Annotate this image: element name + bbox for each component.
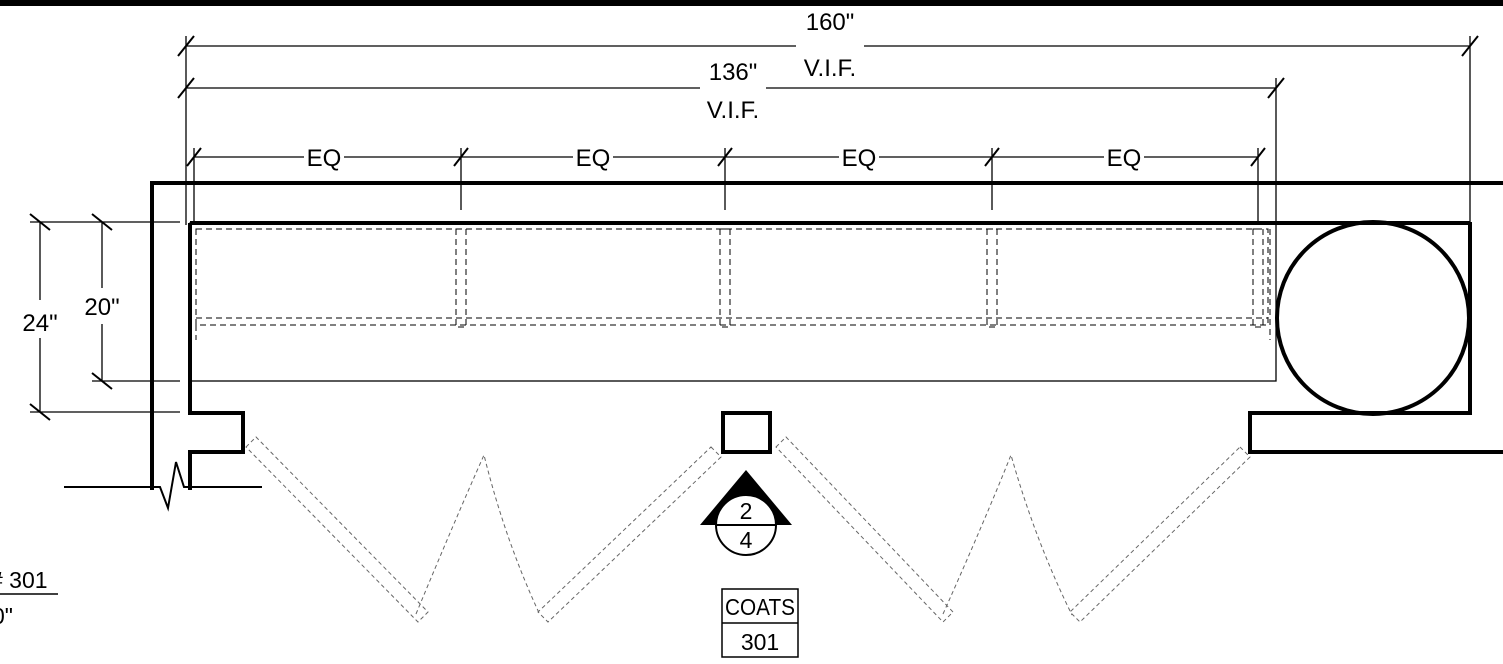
dimension-shelf: 136" V.I.F. bbox=[177, 59, 1285, 225]
dimension-bays: EQ EQ EQ EQ bbox=[186, 143, 1266, 225]
closet-rod-dashed bbox=[195, 228, 1271, 340]
edge-tag-bottom: 0" bbox=[0, 603, 13, 629]
dimension-overall: 160" V.I.F. bbox=[177, 9, 1479, 225]
dimension-depth-inner-value: 20" bbox=[84, 294, 119, 321]
dimension-depth-outer: 24" bbox=[16, 213, 180, 421]
shelf bbox=[189, 222, 1277, 382]
bifold-doors bbox=[245, 436, 1251, 623]
elevation-marker-top: 2 bbox=[740, 498, 753, 524]
dimension-overall-note: V.I.F. bbox=[804, 55, 856, 82]
dimension-depth-outer-value: 24" bbox=[22, 310, 57, 337]
dimension-shelf-value: 136" bbox=[709, 59, 758, 86]
room-tag: COATS 301 bbox=[721, 588, 799, 658]
bay-4-label: EQ bbox=[1107, 145, 1142, 172]
bay-3-label: EQ bbox=[842, 145, 877, 172]
break-line bbox=[64, 461, 262, 512]
elevation-marker-bottom: 4 bbox=[740, 527, 753, 553]
bay-1-label: EQ bbox=[307, 145, 342, 172]
bay-2-label: EQ bbox=[576, 145, 611, 172]
dimension-depth-inner: 20" bbox=[78, 213, 180, 390]
room-tag-name: COATS bbox=[725, 594, 795, 620]
room-tag-number: 301 bbox=[741, 629, 779, 655]
dimension-shelf-note: V.I.F. bbox=[707, 97, 759, 124]
water-heater bbox=[1275, 220, 1471, 416]
dimension-overall-value: 160" bbox=[806, 9, 855, 36]
edge-room-tag: # 301 0" bbox=[0, 567, 58, 629]
elevation-marker: 2 4 bbox=[700, 470, 792, 556]
edge-tag-top: # 301 bbox=[0, 567, 48, 593]
